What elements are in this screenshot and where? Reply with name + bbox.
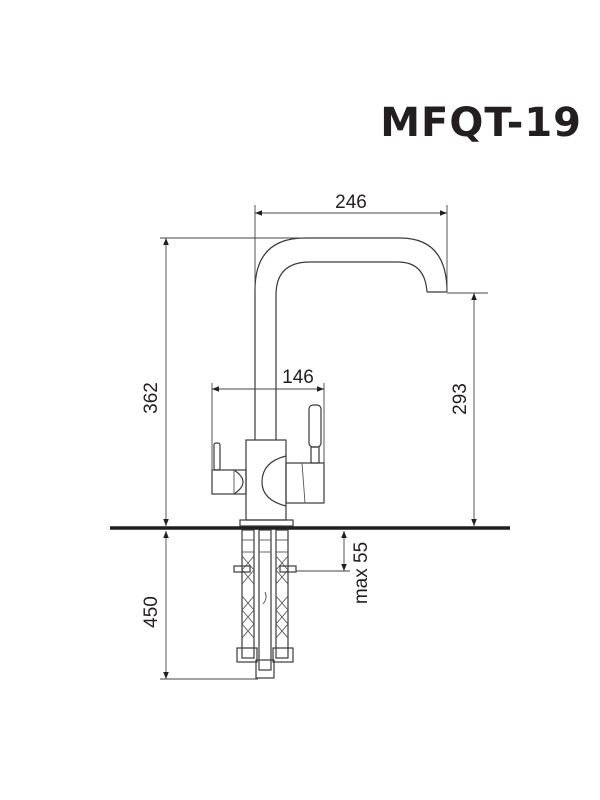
dimension-spout-reach: 246 xyxy=(254,192,448,292)
right-handle xyxy=(285,404,325,504)
faucet-body xyxy=(245,439,287,521)
dimension-handle-span: 146 xyxy=(211,367,325,470)
left-handle xyxy=(211,442,247,495)
mounting-plate xyxy=(239,519,294,527)
dim-label-246: 246 xyxy=(335,192,367,213)
dim-label-450: 450 xyxy=(141,596,162,628)
dimension-outlet-height: 293 xyxy=(447,292,488,526)
dim-label-146: 146 xyxy=(282,367,314,388)
dim-label-max-55: max 55 xyxy=(351,542,372,604)
supply-hoses xyxy=(233,529,297,679)
dimension-hose-length: 450 xyxy=(141,531,258,680)
dimension-total-height: 362 xyxy=(141,237,305,526)
model-title: MFQT-19 xyxy=(380,100,582,146)
spout xyxy=(254,237,448,440)
dimension-max-countertop: max 55 xyxy=(296,531,372,604)
dim-label-362: 362 xyxy=(141,382,162,414)
dim-label-293: 293 xyxy=(450,383,471,415)
